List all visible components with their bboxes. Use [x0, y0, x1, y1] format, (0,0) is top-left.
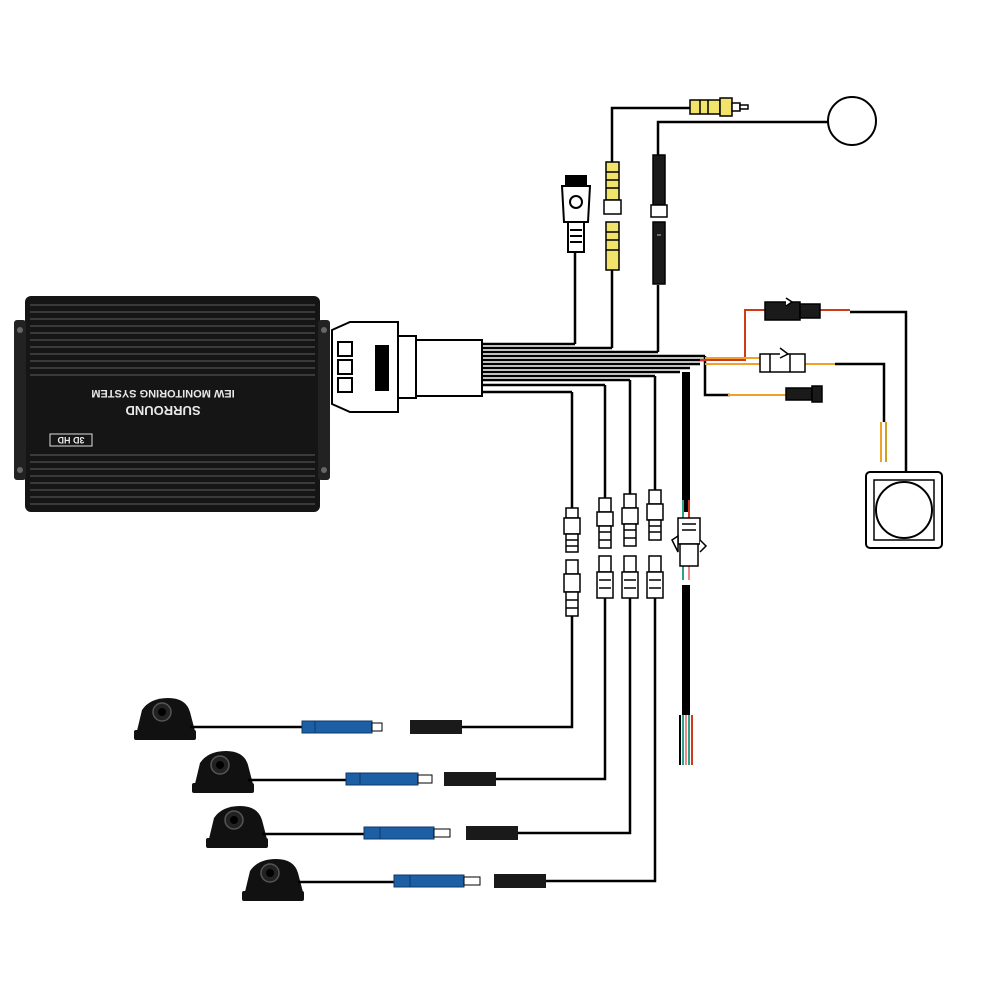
button-wires	[835, 310, 908, 472]
camera-3	[206, 806, 518, 848]
video-rca-plug	[689, 97, 749, 117]
dvr-unit: SURROUND IEW MONITORING SYSTEM 3D HD	[14, 296, 330, 512]
harness-wires	[462, 106, 830, 883]
power-multipin-connector	[671, 517, 708, 567]
video-rca-connector	[603, 161, 622, 271]
round-sensor	[827, 96, 877, 146]
usb-connector	[560, 175, 592, 253]
audio-connector	[650, 154, 668, 285]
badge-text: 3D HD	[57, 435, 85, 445]
camera-2	[192, 751, 496, 793]
button-switch	[865, 471, 943, 549]
power-colored-wires	[679, 309, 850, 765]
camera-4	[242, 859, 546, 901]
camera-rca-connectors	[563, 489, 664, 617]
brand-text-1: SURROUND	[125, 403, 200, 418]
camera-1	[134, 698, 462, 740]
brand-text-2: IEW MONITORING SYSTEM	[91, 387, 234, 399]
main-harness-connector	[331, 321, 483, 413]
power-connectors	[759, 297, 823, 403]
